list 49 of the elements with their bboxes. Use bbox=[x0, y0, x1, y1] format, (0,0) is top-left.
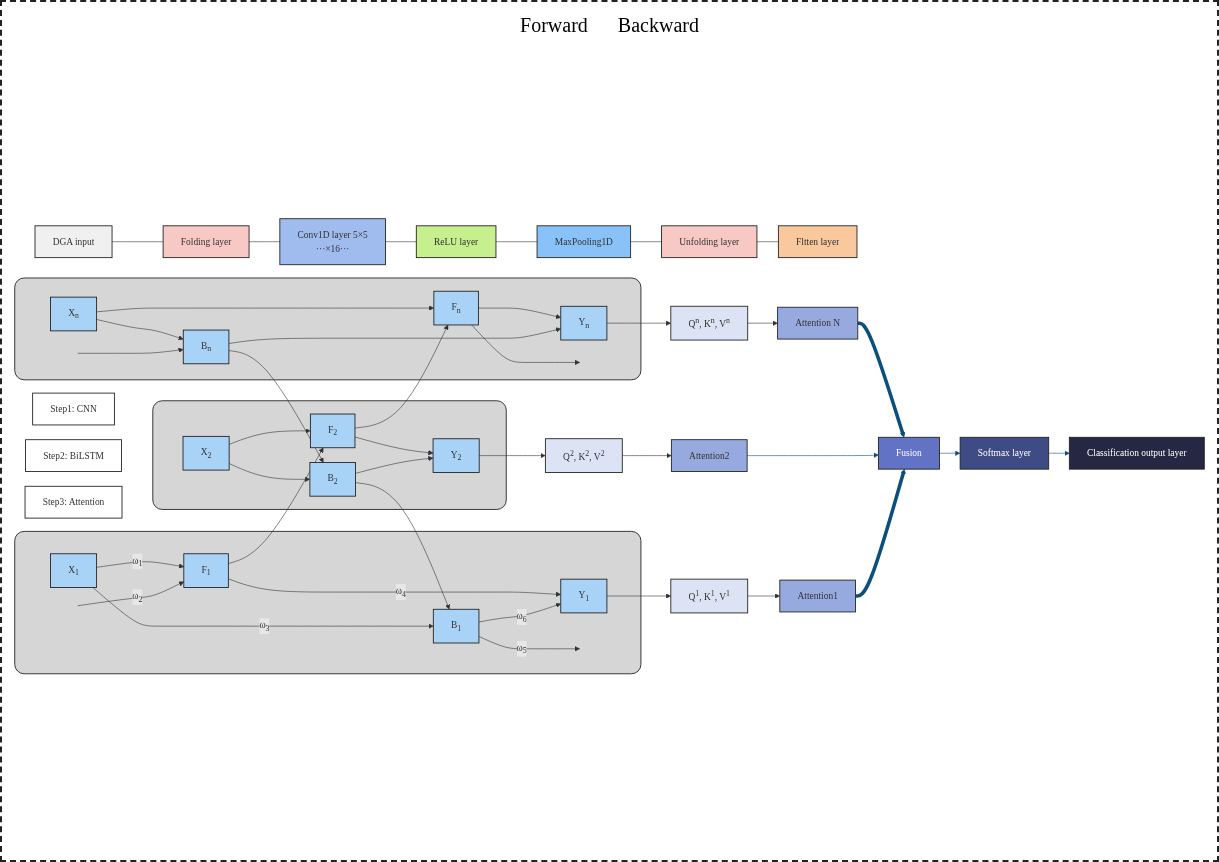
layer-box: Folding layer bbox=[162, 225, 250, 259]
layer-box: X$_{1}$ bbox=[50, 553, 98, 589]
layer-box: ReLU layer bbox=[415, 225, 497, 259]
layer-box: Q$^{2}$, K$^{2}$, V$^{2}$ bbox=[544, 438, 623, 474]
arrow-label: Forward bbox=[520, 14, 588, 37]
layer-box: Q$^{n}$, K$^{n}$, V$^{n}$ bbox=[670, 306, 749, 341]
arrow-label: Backward bbox=[617, 14, 699, 37]
arrow bbox=[857, 321, 906, 438]
layer-box: Attention2 bbox=[670, 439, 748, 473]
layer-box: Attention1 bbox=[779, 579, 856, 613]
connector-line bbox=[630, 241, 662, 243]
layer-box: Softmax layer bbox=[959, 437, 1050, 470]
connector-line bbox=[111, 241, 164, 243]
layer-box: B$_{2}$ bbox=[309, 462, 356, 497]
layer-box: F$_{2}$ bbox=[309, 413, 356, 449]
layer-box: Attention N bbox=[777, 307, 859, 340]
layer-box: Q$^{1}$, K$^{1}$, V$^{1}$ bbox=[670, 578, 749, 614]
layer-box: Fltten layer bbox=[777, 225, 858, 259]
layer-box: X$_{2}$ bbox=[182, 436, 230, 471]
layer-box: Y$_{n}$ bbox=[560, 306, 608, 341]
layer-box: B$_{1}$ bbox=[432, 609, 480, 644]
edge-label: ω$_{1}$ bbox=[132, 553, 143, 570]
connector-line bbox=[495, 241, 538, 243]
layer-box: Fusion bbox=[877, 437, 940, 470]
layer-box: Unfolding layer bbox=[661, 225, 758, 259]
layer-box: F$_{1}$ bbox=[183, 553, 229, 589]
layer-box: DGA input bbox=[34, 225, 113, 259]
layer-box: X$_{n}$ bbox=[50, 296, 98, 332]
connector-line bbox=[385, 241, 417, 243]
layer-box: Classification output layer bbox=[1068, 437, 1205, 470]
edge-label: ω$_{5}$ bbox=[516, 641, 527, 658]
edge-label: ω$_{6}$ bbox=[516, 609, 527, 626]
connector-line bbox=[248, 241, 281, 243]
lstm-cell-panel bbox=[14, 531, 642, 675]
layer-box: F$_{n}$ bbox=[433, 291, 479, 326]
lstm-cell-panel bbox=[14, 277, 642, 381]
layer-box: B$_{n}$ bbox=[182, 329, 230, 365]
layer-box: MaxPooling1D bbox=[536, 225, 632, 259]
edge-label: ω$_{2}$ bbox=[132, 589, 143, 606]
layer-box: Step1: CNN bbox=[32, 392, 115, 426]
layer-box: Y$_{2}$ bbox=[432, 438, 480, 474]
layer-box: Step2: BiLSTM bbox=[25, 439, 122, 473]
edge-label: ω$_{3}$ bbox=[259, 618, 270, 635]
arrow bbox=[855, 469, 906, 599]
connector-line bbox=[756, 241, 779, 243]
edge-label: ω$_{4}$ bbox=[395, 584, 406, 601]
layer-box: Conv1D layer 5×5 ···×16··· bbox=[279, 218, 386, 266]
layer-box: Step3: Attention bbox=[24, 486, 123, 519]
layer-box: Y$_{1}$ bbox=[560, 578, 608, 614]
